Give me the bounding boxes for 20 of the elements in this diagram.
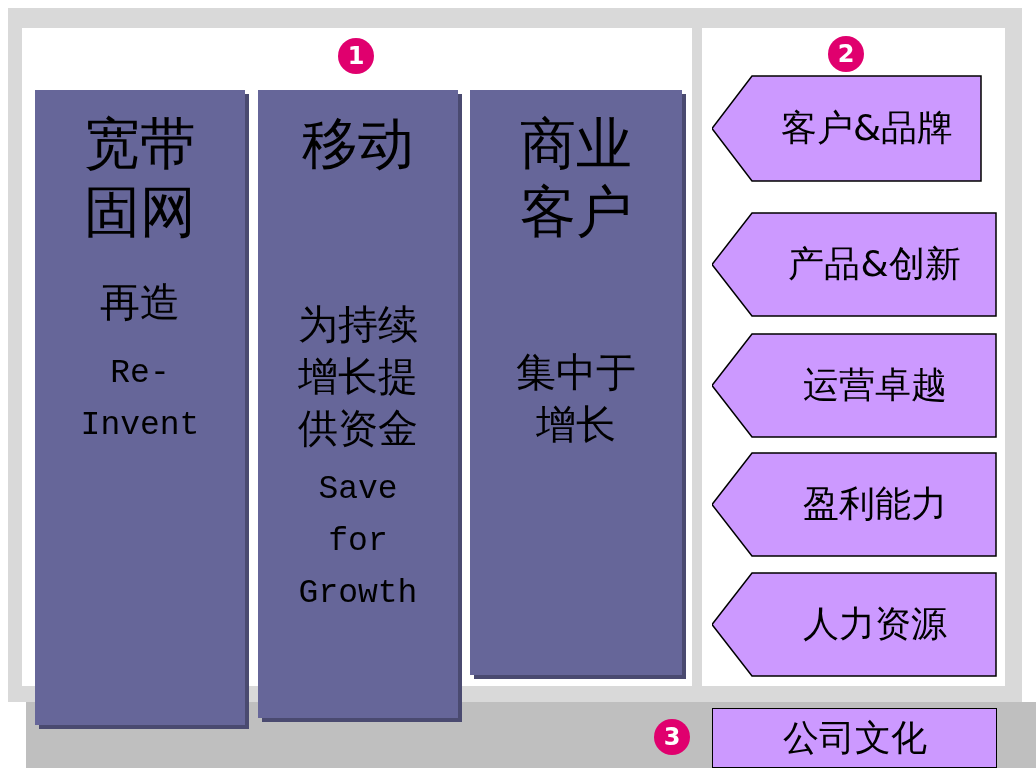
pentagon-tag: [712, 75, 982, 182]
column-heading: 商业客户: [519, 110, 633, 246]
tag-text: 运营卓越: [801, 363, 947, 407]
tag-text: 客户&品牌: [779, 106, 954, 150]
tag-text: 产品&创新: [787, 242, 961, 286]
column-text: 集中于增长: [515, 348, 637, 449]
column-text: 为持续增长提供资金: [297, 300, 419, 453]
tag-text: 盈利能力: [801, 482, 947, 526]
pentagon-tag: [712, 452, 997, 557]
column-text: Save for Growth: [297, 470, 419, 614]
column-heading: 宽带固网: [83, 110, 197, 246]
label-box: [712, 708, 997, 768]
tag-text: 公司文化: [782, 715, 927, 760]
pentagon-tag: [712, 212, 997, 317]
column-text: Re- Invent: [79, 354, 201, 446]
tag-text: 人力资源: [801, 602, 947, 646]
column-text: 再造: [99, 278, 181, 327]
pentagon-tag: [712, 333, 997, 438]
pentagon-tag: [712, 572, 997, 677]
column-heading: 移动: [301, 110, 415, 178]
